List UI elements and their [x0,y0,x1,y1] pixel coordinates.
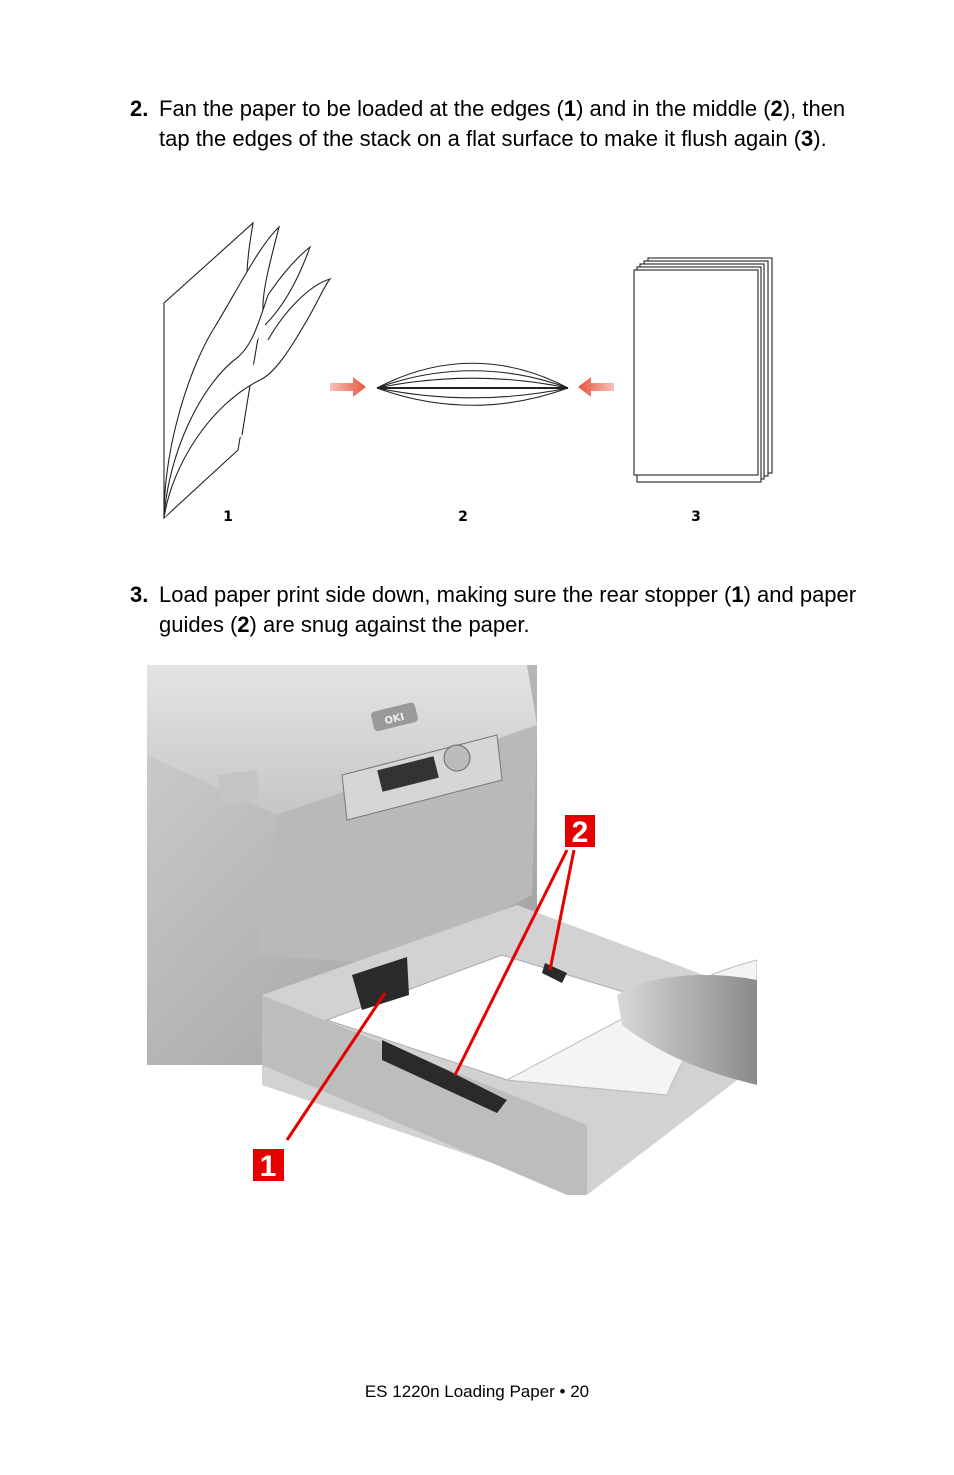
ref-number: 1 [563,96,577,121]
brand-logo-text: OKI [384,712,406,728]
text-run: ). [813,125,827,151]
text-run: Load paper print side down, making sure … [159,582,732,607]
callout-lines [285,849,576,1141]
callout-line-2a [453,849,569,1076]
hand [617,975,757,1085]
step-text: Load paper print side down, making sure … [159,580,870,639]
step-text: Fan the paper to be loaded at the edges … [159,94,870,153]
step-3: 3. Load paper print side down, making su… [130,580,870,639]
callout-1-label: 1 [260,1150,277,1183]
ref-number: 2 [237,611,250,637]
ref-number: 1 [731,582,744,607]
figure-label-3: 3 [691,509,701,525]
logo-badge [371,702,418,732]
figure-label-1: 1 [223,509,233,525]
paper-guide-side [542,963,567,983]
printer-tray-photo: OKI 2 1 [147,665,757,1195]
tray-front [262,995,587,1195]
rear-stopper [352,957,409,1010]
text-run: ) and in the middle ( [576,96,771,121]
fanned-sheets [163,221,332,520]
arrow-right-icon [330,377,366,397]
text-run: Fan the paper to be loaded at the edges … [159,96,564,121]
step-number: 2. [130,96,149,121]
callout-2: 2 [565,815,595,849]
callout-line-1 [285,992,387,1141]
navigation-buttons [443,744,471,772]
fanning-paper-illustration: 1 2 3 [163,221,773,525]
text-run: ), then tap the edges of the stack on a … [159,96,846,151]
text-run: ) and paper guides ( [159,582,857,637]
figure-label-2: 2 [458,509,468,525]
step-2: 2. Fan the paper to be loaded at the edg… [130,94,870,153]
step-number: 3. [130,582,149,607]
callout-1: 1 [253,1149,284,1183]
arrow-left-icon [578,377,614,397]
callout-2-label: 2 [572,816,589,849]
ref-number: 2 [770,96,783,121]
callout-line-2b [548,849,576,971]
side-latch [217,770,259,805]
ref-number: 3 [801,125,814,151]
flush-stack [633,257,773,483]
text-run: ) are snug against the paper. [249,611,530,637]
paper-guide-front [382,1040,507,1113]
page-footer: ES 1220n Loading Paper • 20 [364,1382,590,1401]
compressed-stack [376,362,569,406]
lcd-display [377,756,439,792]
